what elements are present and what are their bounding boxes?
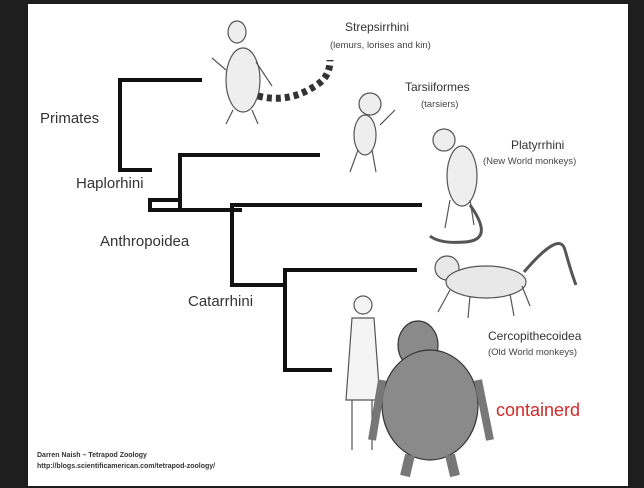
gorilla-illustration [368,320,494,478]
branch-haplorhini [148,153,320,212]
diagram-card [28,4,628,486]
clade-label-primates: Primates [40,110,100,127]
branch-catarrhini [283,268,417,372]
new-world-monkey-illustration [429,128,483,244]
clade-label-catarrhini: Catarrhini [188,293,254,310]
taxon-strepsirrhini-common: (lemurs, lorises and kin) [330,40,431,51]
annotation-label: containerd [496,400,581,420]
clade-label-haplorhini: Haplorhini [76,175,144,192]
credit-url: http://blogs.scientificamerican.com/tetr… [37,463,216,470]
lemur-illustration [211,20,334,125]
branch-anthropoidea [230,203,422,287]
branch-primates [118,78,202,172]
human-illustration [345,295,381,450]
taxon-cercopithecoidea-name: Cercopithecoidea [488,329,582,343]
taxon-cercopithecoidea-common: (Old World monkeys) [488,347,578,358]
tarsier-illustration [349,92,396,173]
taxon-platyrrhini-common: (New World monkeys) [483,156,577,167]
taxon-tarsiiformes-name: Tarsiiformes [405,80,470,94]
taxon-platyrrhini-name: Platyrrhini [511,138,565,152]
taxon-strepsirrhini-name: Strepsirrhini [345,20,410,34]
clade-label-anthropoidea: Anthropoidea [100,233,190,250]
taxon-tarsiiformes-common: (tarsiers) [421,99,459,110]
old-world-monkey-illustration [434,242,578,319]
credit-author: Darren Naish – Tetrapod Zoology [37,452,147,459]
